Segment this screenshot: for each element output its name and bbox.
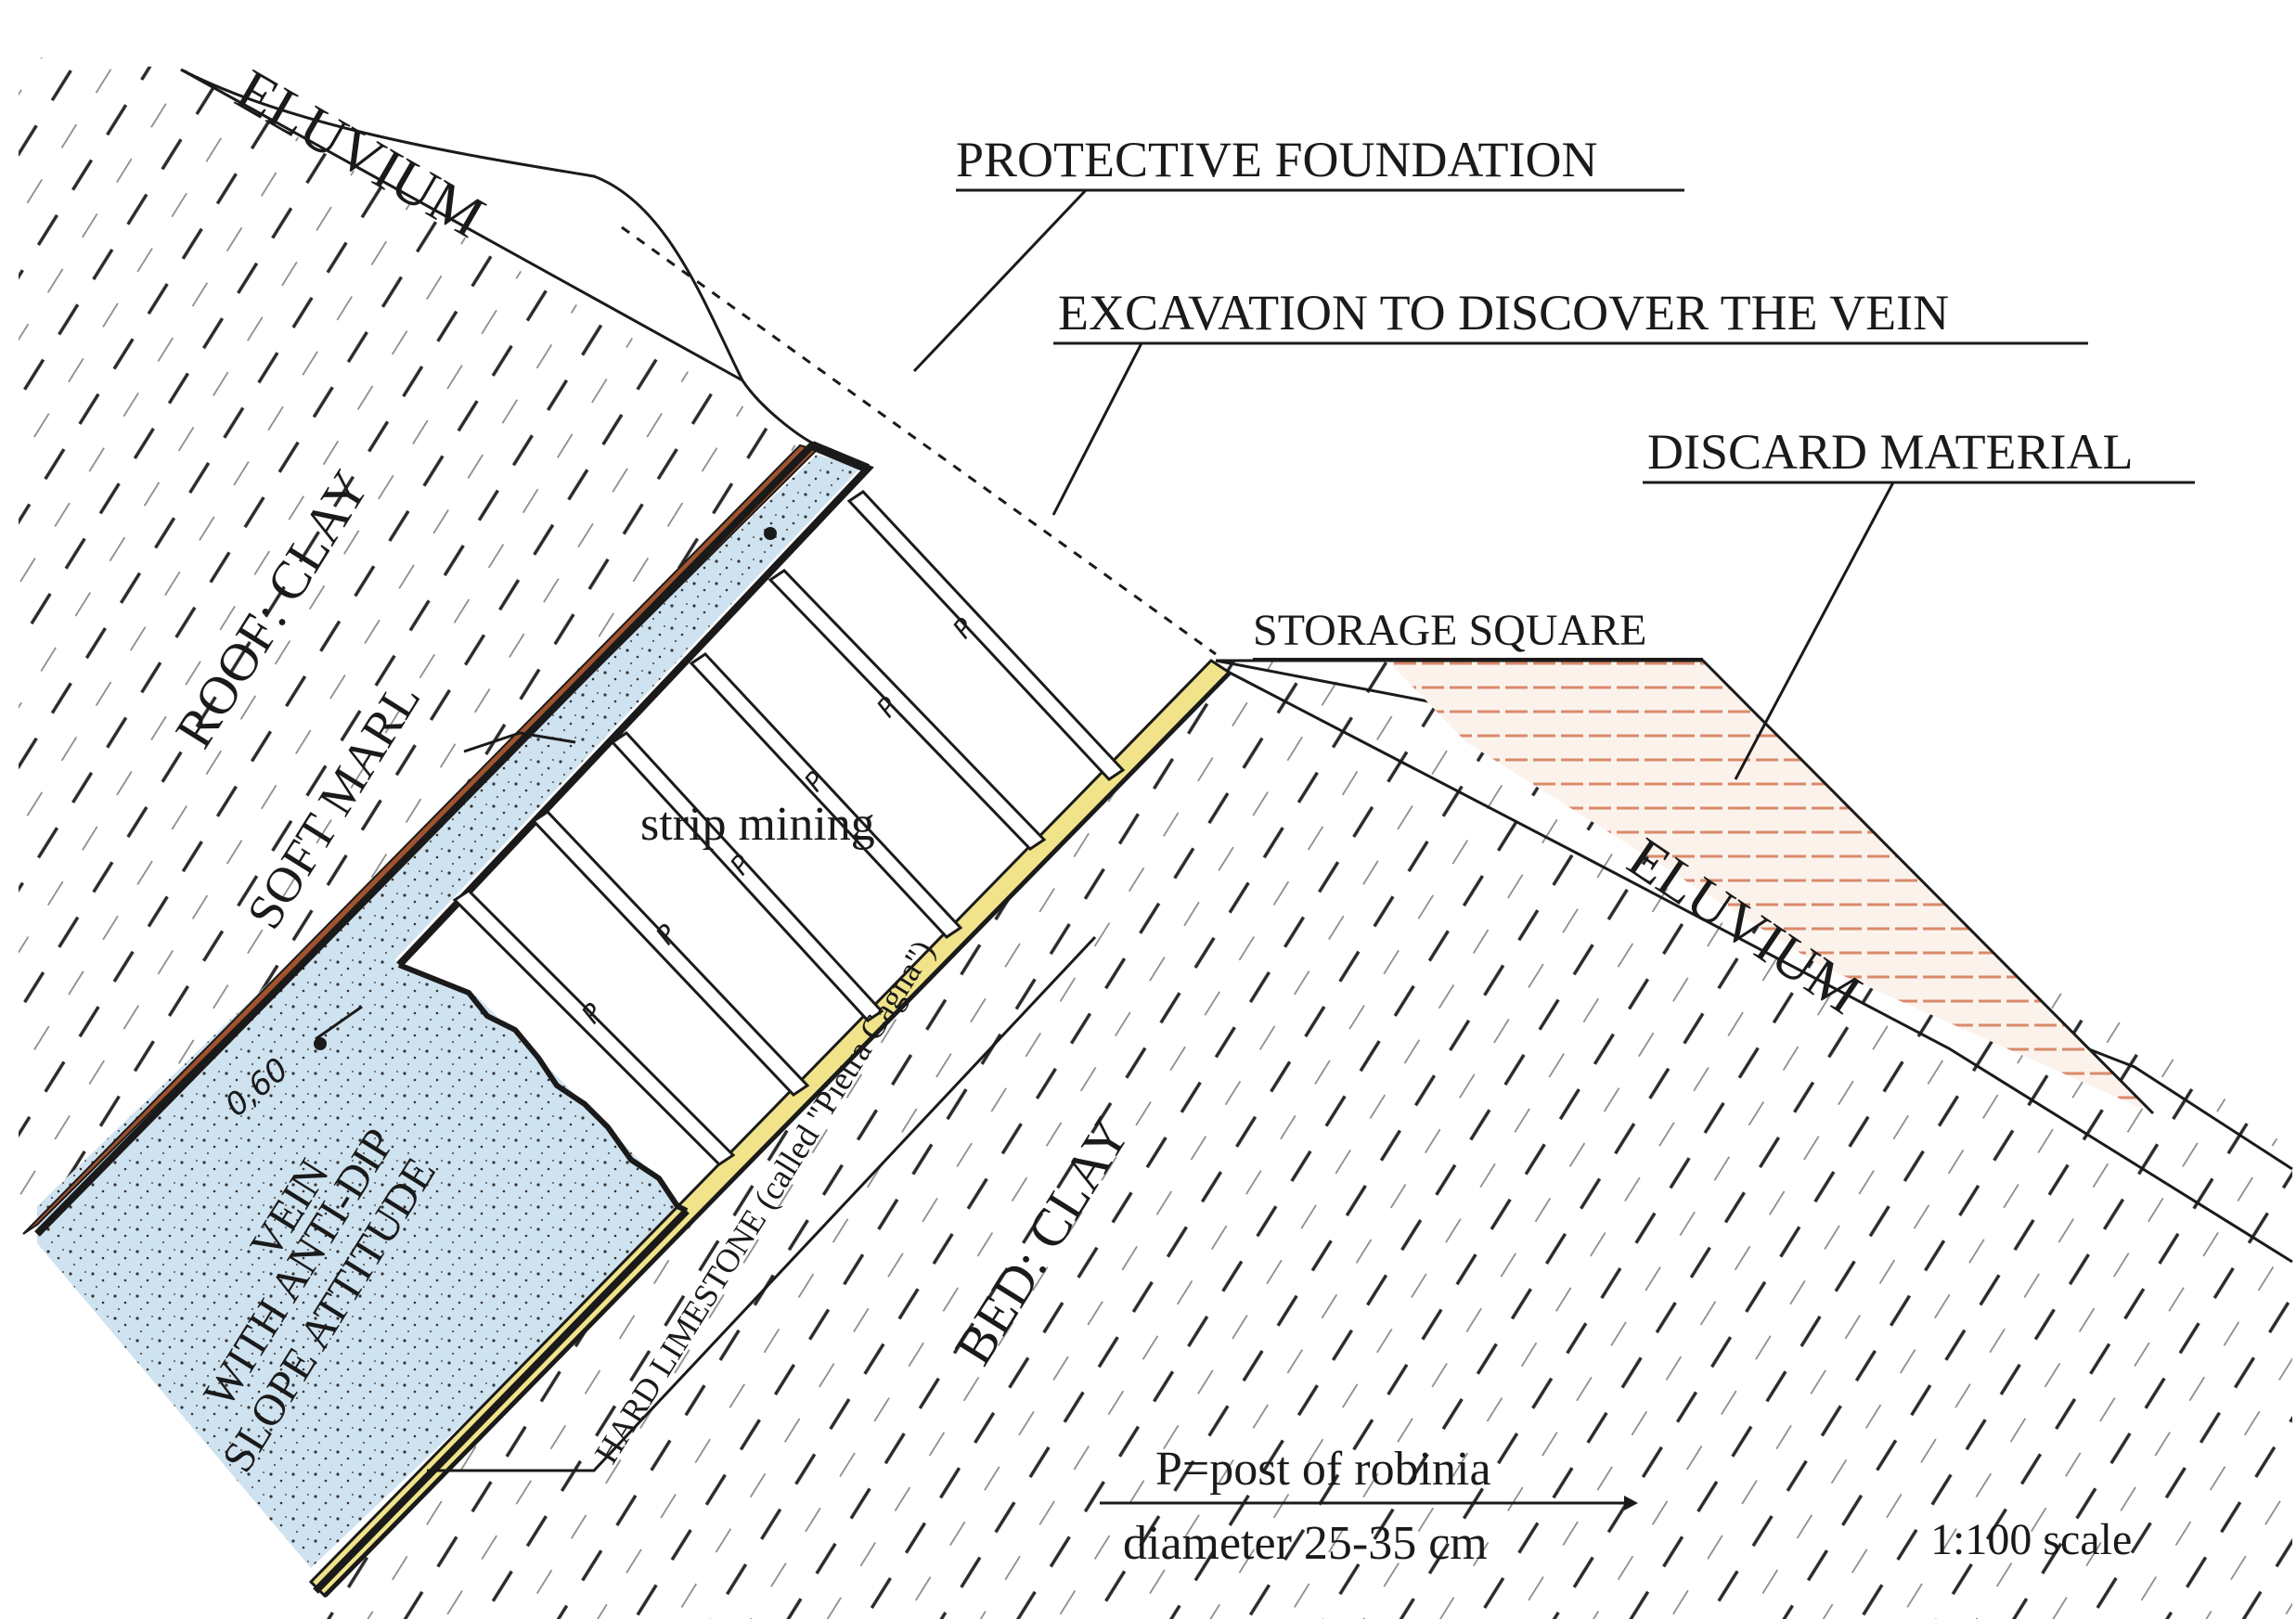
label-excavation: EXCAVATION TO DISCOVER THE VEIN bbox=[1058, 285, 1949, 341]
legend-post-definition: P=post of robinia bbox=[1155, 1443, 1491, 1496]
eluvium-top-boundary bbox=[180, 68, 743, 382]
label-protective-foundation: PROTECTIVE FOUNDATION bbox=[956, 132, 1597, 187]
post-4 bbox=[610, 731, 884, 1022]
discard-material-heap bbox=[1387, 661, 2153, 1113]
label-storage-square: STORAGE SQUARE bbox=[1253, 606, 1647, 655]
robinia-posts bbox=[452, 490, 1126, 1166]
scale-label: 1:100 scale bbox=[1930, 1515, 2132, 1564]
ground-surface-upper bbox=[180, 68, 818, 447]
leader-soft-marl bbox=[463, 731, 576, 753]
post-6 bbox=[452, 889, 736, 1166]
discard-heap-outline bbox=[1387, 659, 2155, 1115]
vein-body bbox=[37, 455, 861, 1568]
post-2 bbox=[767, 569, 1047, 851]
post-3 bbox=[689, 652, 963, 939]
mining-floor-line bbox=[313, 1208, 690, 1594]
foundation-marker-dot bbox=[764, 527, 777, 540]
leader-discard bbox=[1734, 482, 1895, 780]
post-1 bbox=[846, 490, 1126, 781]
legend-post-diameter: diameter 25-35 cm bbox=[1123, 1517, 1488, 1570]
foundation-box-top bbox=[810, 441, 870, 473]
leader-protective-foundation bbox=[912, 188, 1088, 373]
thickness-marker-dot bbox=[314, 1037, 327, 1050]
limestone-bottom-line bbox=[323, 671, 1232, 1598]
label-strip-mining: strip mining bbox=[640, 798, 875, 851]
leader-hard-limestone bbox=[427, 935, 1097, 1472]
legend-arrow-head bbox=[1624, 1496, 1638, 1510]
label-discard-material: DISCARD MATERIAL bbox=[1647, 424, 2134, 480]
eluvium-right-boundary bbox=[1229, 671, 2293, 1264]
leader-thickness bbox=[315, 1005, 363, 1041]
vein-face-line bbox=[397, 962, 689, 1214]
roof-clay-area-2 bbox=[19, 56, 807, 1234]
post-5 bbox=[531, 810, 810, 1097]
leader-excavation bbox=[1051, 342, 1143, 516]
